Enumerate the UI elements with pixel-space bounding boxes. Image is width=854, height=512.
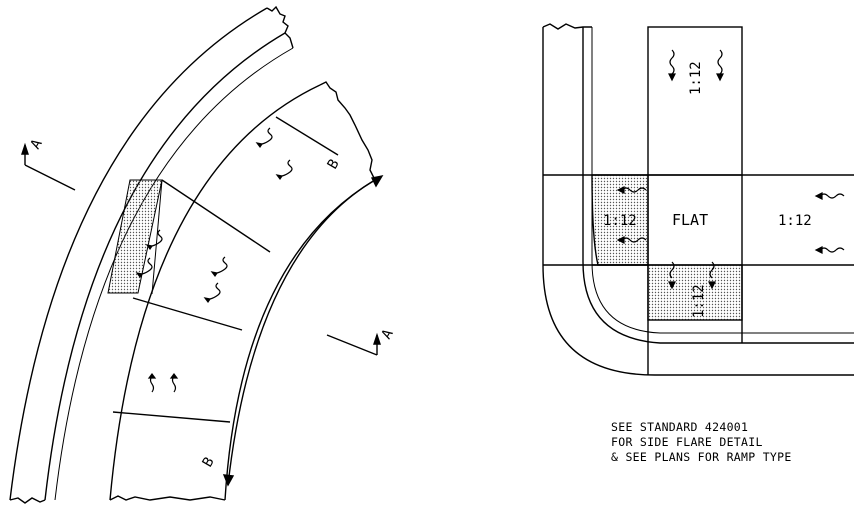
note-line-1: SEE STANDARD 424001 (611, 420, 749, 434)
note-line-3: & SEE PLANS FOR RAMP TYPE (611, 450, 792, 464)
curb-outer-edge (9, 7, 268, 501)
walk-inner-edge (224, 179, 376, 501)
slope-label-flare-bottom: 1:12 (691, 284, 707, 318)
slope-label-flare-left: 1:12 (603, 213, 637, 229)
section-a-line-right (326, 334, 378, 356)
side-flare-corner-bottom (647, 264, 743, 321)
section-a-label-left: A (28, 136, 46, 152)
curb-return-inner-1 (582, 27, 854, 344)
walk-break-top (319, 81, 376, 181)
section-b-label-top: B (325, 157, 343, 172)
side-flare-hatch (107, 179, 163, 294)
curb-inner-edge-1 (44, 32, 286, 501)
section-a-line-left (24, 164, 76, 191)
panel-divider-4 (112, 411, 231, 423)
ramp-top (647, 26, 743, 176)
curb-return-outer (542, 27, 854, 376)
walk-break-bottom (109, 495, 226, 501)
curb-return-inner-2 (591, 27, 854, 334)
curb-break-bottom (9, 497, 46, 504)
curb-inner-edge-2 (54, 47, 294, 501)
curb-break-top (266, 5, 294, 49)
flow-arrows-right (616, 49, 845, 290)
panel-divider-3 (132, 297, 243, 331)
section-b-label-bottom: B (200, 455, 218, 470)
flat-label: FLAT (672, 211, 708, 229)
right-plan-view (542, 23, 854, 376)
section-a-label-right: A (379, 326, 397, 342)
walk-outer-edge (109, 84, 321, 501)
panel-divider-2 (161, 179, 271, 253)
slope-label-top: 1:12 (688, 61, 704, 95)
flow-arrows-left (135, 127, 293, 393)
panel-divider-1 (275, 116, 339, 156)
left-plan-view (9, 5, 384, 504)
slope-label-right: 1:12 (778, 213, 812, 229)
dimension-arc (227, 175, 383, 486)
note-line-2: FOR SIDE FLARE DETAIL (611, 435, 763, 449)
